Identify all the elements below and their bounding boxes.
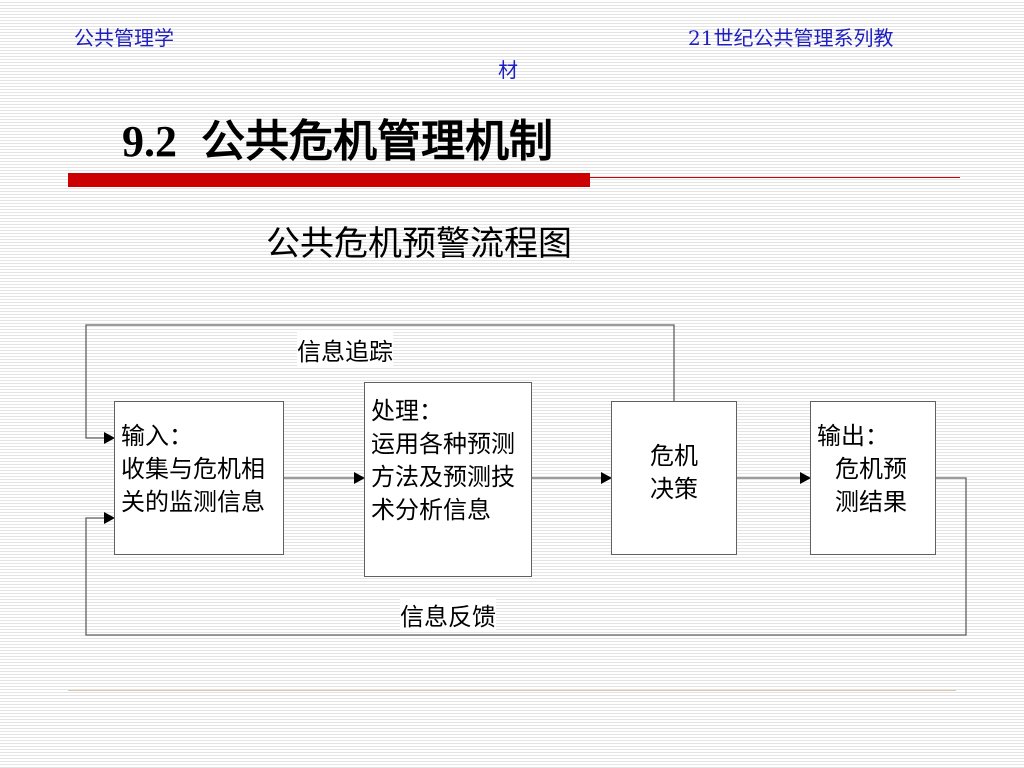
section-title: 公共危机管理机制 xyxy=(201,116,553,167)
input-box-line: 收集与危机相 xyxy=(121,455,265,483)
feedback-loop-line xyxy=(85,477,967,636)
slide-title: 9.2 公共危机管理机制 xyxy=(122,105,553,169)
title-underline xyxy=(590,177,960,178)
header-left: 公共管理学 xyxy=(74,26,174,50)
input-box-line: 关的监测信息 xyxy=(121,488,265,516)
output-box-line: 测结果 xyxy=(835,488,907,516)
decision-box-line: 危机 xyxy=(650,442,698,470)
header-right: 21世纪公共管理系列教 xyxy=(688,26,894,50)
tracking-label: 信息追踪 xyxy=(297,332,393,367)
arrowhead-feedback xyxy=(104,512,115,524)
feedback-label: 信息反馈 xyxy=(400,597,496,632)
output-box-heading: 输出： xyxy=(817,422,889,450)
process-box-line: 方法及预测技 xyxy=(371,463,515,491)
process-box-heading: 处理： xyxy=(371,397,443,425)
tracking-loop-line xyxy=(85,324,675,439)
arrowhead-tracking xyxy=(104,432,115,444)
chart-title: 公共危机预警流程图 xyxy=(266,224,572,264)
input-box: 输入： 收集与危机相 关的监测信息 xyxy=(114,401,284,555)
input-box-heading: 输入： xyxy=(121,422,193,450)
footer-divider xyxy=(68,690,956,691)
process-box-line: 运用各种预测 xyxy=(371,430,515,458)
arrowhead-decision xyxy=(601,472,612,484)
arrowhead-process xyxy=(354,472,365,484)
arrowhead-output xyxy=(800,472,811,484)
title-accent-bar xyxy=(68,173,590,187)
decision-box: 危机 决策 xyxy=(611,401,737,555)
header-right-continued: 材 xyxy=(498,58,518,82)
section-number: 9.2 xyxy=(122,117,177,166)
process-box-line: 术分析信息 xyxy=(371,496,491,524)
output-box: 输出： 危机预 测结果 xyxy=(810,401,936,555)
output-box-line: 危机预 xyxy=(835,455,907,483)
decision-box-line: 决策 xyxy=(650,475,698,503)
process-box: 处理： 运用各种预测 方法及预测技 术分析信息 xyxy=(364,382,532,577)
